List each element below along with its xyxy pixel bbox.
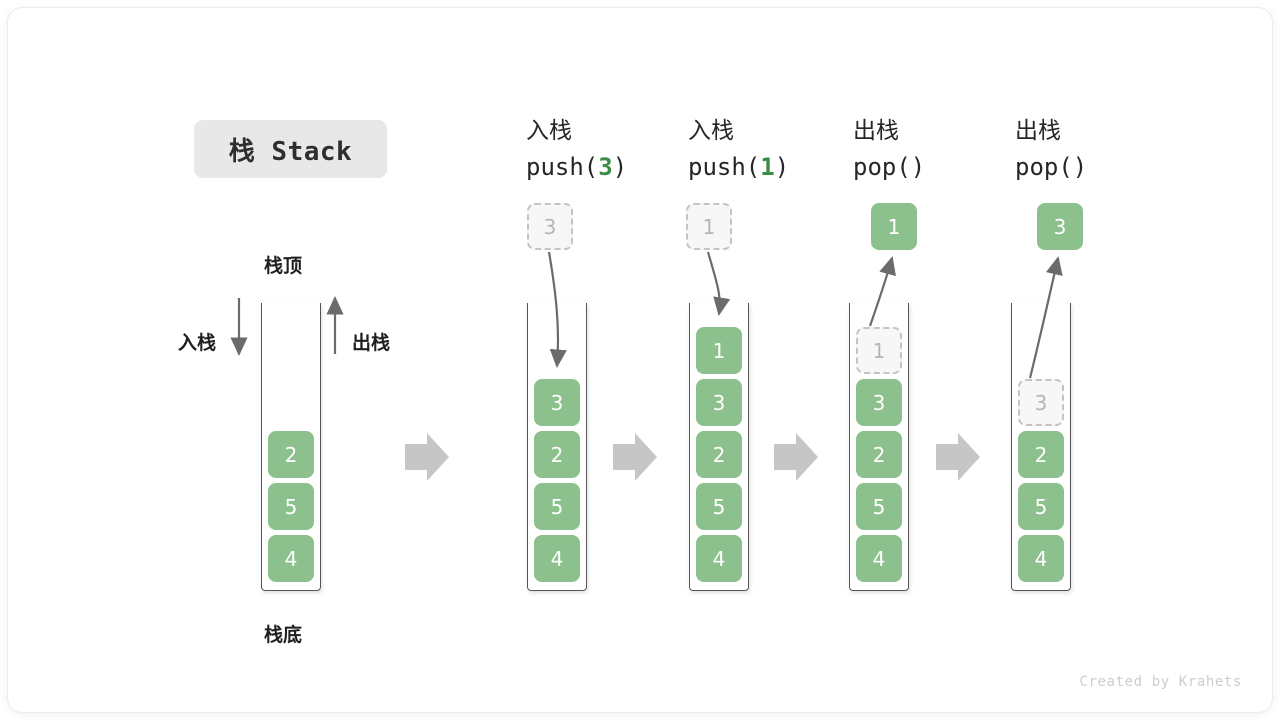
stack-push-label: 入栈 [178, 332, 217, 354]
code-suffix: ) [1072, 153, 1088, 181]
stack-bottom-label: 栈底 [264, 624, 303, 646]
stack-cell: 4 [268, 535, 314, 582]
stack-cell: 3 [856, 379, 902, 426]
step-separator-arrow-icon [936, 433, 980, 481]
stack-cell: 2 [696, 431, 742, 478]
code-suffix: ) [774, 153, 790, 181]
code-prefix: pop( [1015, 153, 1073, 181]
step-header-pop-2: 出栈 pop() [1015, 113, 1195, 185]
step-cn-label: 入栈 [526, 118, 572, 144]
floating-cell-push-1: 1 [686, 203, 732, 250]
step-cn-label: 入栈 [688, 118, 734, 144]
code-prefix: push( [526, 153, 599, 181]
stack-cell: 4 [534, 535, 580, 582]
stack-cell: 3 [1018, 379, 1064, 426]
stack-cell: 2 [1018, 431, 1064, 478]
stack-cell: 5 [856, 483, 902, 530]
step-code-label: push(3) [526, 149, 706, 185]
code-suffix: ) [612, 153, 628, 181]
stack-pop-label: 出栈 [352, 332, 391, 354]
step-separator-arrow-icon [613, 433, 657, 481]
step-code-label: pop() [1015, 149, 1195, 185]
step-code-label: push(1) [688, 149, 868, 185]
stack-container-push-3 [527, 303, 587, 591]
code-suffix: ) [910, 153, 926, 181]
floating-cell-pop-2: 3 [1037, 203, 1083, 250]
step-header-push-1: 入栈 push(1) [688, 113, 868, 185]
step-header-push-3: 入栈 push(3) [526, 113, 706, 185]
step-separator-arrow-icon [774, 433, 818, 481]
left-stack-container [261, 303, 321, 591]
floating-cell-push-3: 3 [527, 203, 573, 250]
stack-cell: 2 [534, 431, 580, 478]
code-prefix: pop( [853, 153, 911, 181]
code-value: 1 [760, 153, 775, 181]
stack-cell: 3 [534, 379, 580, 426]
stack-cell: 5 [268, 483, 314, 530]
stack-cell: 4 [856, 535, 902, 582]
step-header-pop-1: 出栈 pop() [853, 113, 1033, 185]
stack-cell: 5 [534, 483, 580, 530]
stack-container-pop-1 [849, 303, 909, 591]
stack-container-pop-2 [1011, 303, 1071, 591]
stack-top-label: 栈顶 [264, 255, 303, 277]
stack-cell: 5 [1018, 483, 1064, 530]
step-cn-label: 出栈 [853, 118, 899, 144]
title-badge: 栈 Stack [194, 120, 387, 178]
stack-cell: 1 [696, 327, 742, 374]
code-value: 3 [598, 153, 613, 181]
footer-credit: Created by Krahets [1079, 674, 1242, 690]
floating-cell-pop-1: 1 [871, 203, 917, 250]
stack-cell: 4 [1018, 535, 1064, 582]
stack-container-push-1 [689, 303, 749, 591]
diagram-canvas: 栈 Stack 栈顶 栈底 入栈 出栈 2 5 4 入栈 push(3) 3 3… [8, 8, 1272, 712]
stack-cell: 2 [856, 431, 902, 478]
stack-cell: 5 [696, 483, 742, 530]
code-prefix: push( [688, 153, 761, 181]
step-separator-arrow-icon [405, 433, 449, 481]
stack-cell: 4 [696, 535, 742, 582]
stack-cell: 1 [856, 327, 902, 374]
stack-cell: 2 [268, 431, 314, 478]
step-cn-label: 出栈 [1015, 118, 1061, 144]
step-code-label: pop() [853, 149, 1033, 185]
stack-cell: 3 [696, 379, 742, 426]
